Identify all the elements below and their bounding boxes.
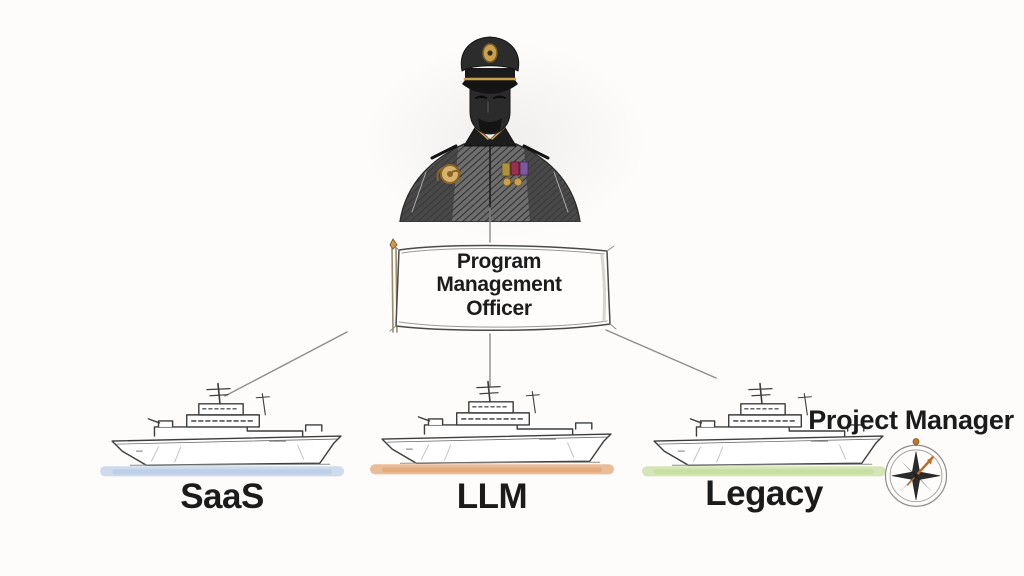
- project-manager-label: Project Manager: [808, 405, 1014, 435]
- ship-legacy-illustration: [642, 382, 886, 477]
- ship-label-legacy: Legacy: [705, 474, 823, 513]
- ship-llm-illustration: [370, 380, 614, 475]
- ship-saas-illustration: [100, 382, 344, 477]
- compass-needle: [907, 456, 934, 486]
- banner-frame: [389, 238, 617, 333]
- compass-rose-icon: [884, 438, 948, 507]
- ship-label-saas: SaaS: [180, 477, 264, 516]
- banner-label: Program Management Officer: [436, 249, 562, 320]
- command-banner: Program Management Officer: [378, 236, 618, 336]
- naval-officer-figure: [399, 36, 581, 222]
- ship-label-llm: LLM: [456, 477, 528, 516]
